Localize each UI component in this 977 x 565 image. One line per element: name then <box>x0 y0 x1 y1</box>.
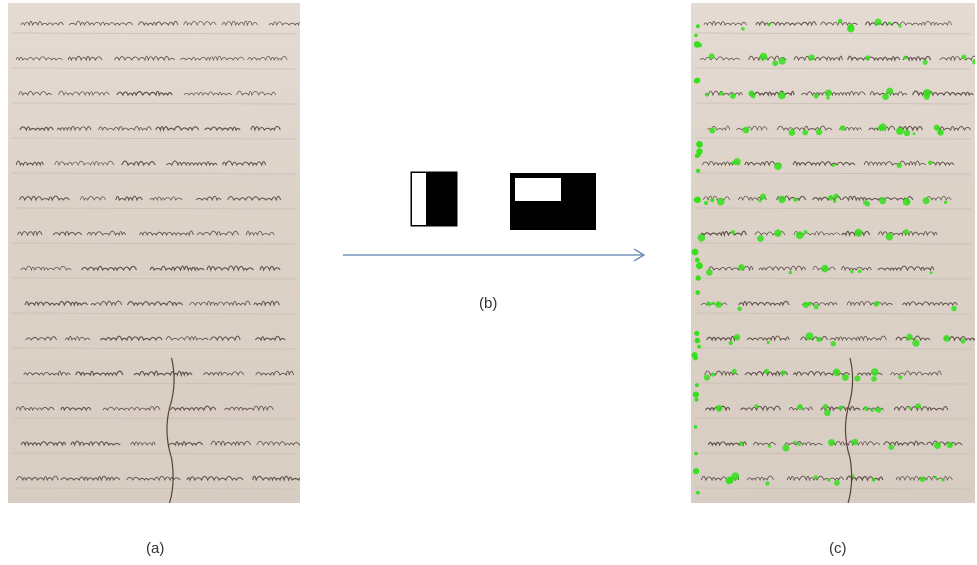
caption-a: (a) <box>146 540 165 557</box>
haar-feature-horizontal-icon <box>510 173 596 235</box>
haar-feature-vertical-icon <box>410 171 458 232</box>
caption-c: (c) <box>829 540 847 557</box>
manuscript-keypoints-image <box>691 3 975 503</box>
right-arrow-icon <box>342 246 652 269</box>
manuscript-original-drawing <box>11 20 300 503</box>
caption-b: (b) <box>479 295 498 312</box>
manuscript-original-image <box>8 3 300 503</box>
manuscript-keypoints-drawing <box>691 18 975 503</box>
